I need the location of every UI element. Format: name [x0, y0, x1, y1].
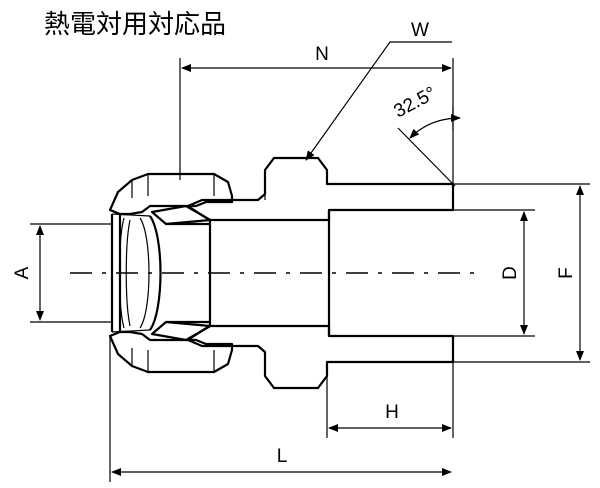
dim-label-d: D — [500, 266, 521, 280]
body-section-bottom — [186, 324, 455, 390]
dim-label-n: N — [315, 44, 329, 65]
dim-label-h: H — [385, 402, 399, 423]
dim-label-l: L — [277, 446, 288, 467]
ferrule-bottom — [150, 320, 212, 342]
nut — [108, 172, 234, 374]
angle-arc — [409, 114, 461, 139]
diagram-title: 熱電対用対応品 — [44, 10, 227, 40]
dim-label-a: A — [12, 266, 33, 279]
body-section-top — [186, 156, 455, 222]
angle-extension-line — [397, 127, 456, 187]
ferrule-top — [150, 204, 212, 226]
w-leader-line — [305, 41, 452, 161]
dim-label-w: W — [411, 20, 429, 41]
dim-label-angle: 32.5° — [390, 83, 439, 122]
dim-label-f: F — [556, 267, 577, 279]
